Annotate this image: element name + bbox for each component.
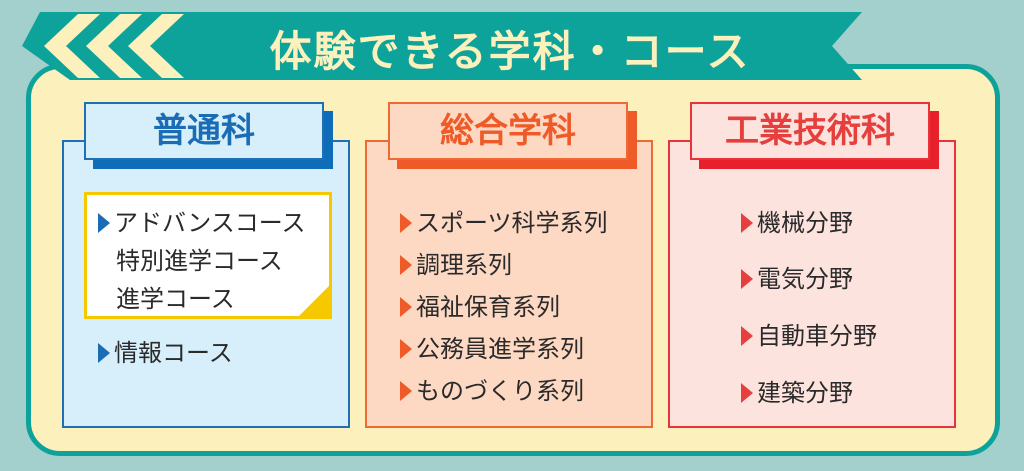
triangle-bullet-icon xyxy=(400,213,412,233)
course-item: 機械分野 xyxy=(757,209,853,237)
course-item: 特別進学コース xyxy=(116,247,283,275)
course-item: 自動車分野 xyxy=(757,322,877,350)
chevron-icon xyxy=(44,14,100,78)
triangle-bullet-icon xyxy=(98,213,110,233)
triangle-bullet-icon xyxy=(741,213,753,233)
course-item: 公務員進学系列 xyxy=(416,335,584,363)
course-item: 情報コース xyxy=(114,339,233,367)
dept-industrial-header: 工業技術科 xyxy=(690,102,930,160)
corner-decoration xyxy=(299,286,329,316)
course-item: スポーツ科学系列 xyxy=(416,209,608,237)
course-item: アドバンスコース xyxy=(114,209,306,237)
dept-industrial-box xyxy=(668,140,956,428)
course-item: 福祉保育系列 xyxy=(416,293,560,321)
dept-comprehensive-header: 総合学科 xyxy=(388,102,628,160)
triangle-bullet-icon xyxy=(400,381,412,401)
course-item: 建築分野 xyxy=(757,379,853,407)
triangle-bullet-icon xyxy=(400,297,412,317)
triangle-bullet-icon xyxy=(741,383,753,403)
triangle-bullet-icon xyxy=(741,326,753,346)
dept-general-header: 普通科 xyxy=(84,102,324,160)
dept-comprehensive-box xyxy=(365,140,653,428)
triangle-bullet-icon xyxy=(98,343,110,363)
course-item: 進学コース xyxy=(116,285,235,313)
page-title: 体験できる学科・コース xyxy=(269,27,751,76)
chevron-icon xyxy=(86,14,142,78)
course-item: 電気分野 xyxy=(757,265,853,293)
triangle-bullet-icon xyxy=(400,339,412,359)
highlight-course-box xyxy=(84,192,332,319)
title-banner xyxy=(22,12,862,80)
chevron-icon xyxy=(128,14,184,78)
triangle-bullet-icon xyxy=(400,255,412,275)
course-item: 調理系列 xyxy=(416,251,512,279)
triangle-bullet-icon xyxy=(741,269,753,289)
course-item: ものづくり系列 xyxy=(416,377,584,405)
